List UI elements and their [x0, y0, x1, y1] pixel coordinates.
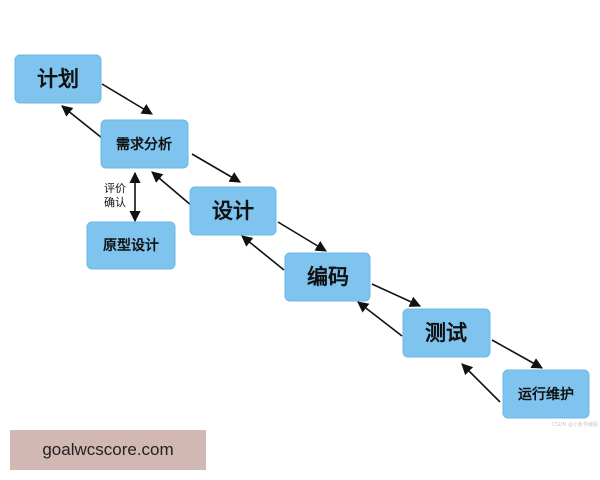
watermark: CSDN @小鱼学编程: [552, 421, 598, 428]
node-maintenance-label: 运行维护: [518, 386, 574, 403]
node-prototype: 原型设计: [86, 221, 176, 270]
node-coding: 编码: [284, 252, 371, 302]
node-prototype-label: 原型设计: [103, 237, 159, 254]
site-banner: goalwcscore.com: [10, 430, 206, 470]
arrow-design-to-requirements: [151, 171, 193, 207]
node-requirements-label: 需求分析: [116, 136, 172, 153]
node-plan: 计划: [14, 54, 102, 104]
arrow-plan-to-requirements: [101, 83, 153, 115]
node-maintenance: 运行维护: [502, 369, 590, 419]
arrow-maintenance-to-testing: [461, 363, 501, 403]
node-testing-label: 测试: [425, 321, 467, 345]
node-requirements: 需求分析: [100, 119, 189, 169]
waterfall-diagram: 评价 确认 计划 需求分析 原型设计 设计 编码 测试 运行维护 CSDN @小…: [14, 54, 598, 428]
arrow-coding-to-design: [241, 235, 285, 271]
review-label-line1: 评价: [104, 182, 126, 195]
node-plan-label: 计划: [37, 67, 79, 91]
arrow-requirements-to-plan: [61, 105, 103, 139]
node-design: 设计: [189, 186, 277, 236]
node-coding-label: 编码: [307, 265, 349, 289]
arrow-coding-to-testing: [371, 283, 422, 307]
arrow-requirements-to-design: [191, 153, 241, 183]
node-testing: 测试: [402, 308, 491, 358]
node-design-label: 设计: [212, 199, 254, 223]
arrow-design-to-coding: [277, 221, 327, 252]
site-banner-text: goalwcscore.com: [42, 440, 174, 459]
arrow-testing-to-maintenance: [491, 339, 543, 369]
arrow-testing-to-coding: [357, 301, 403, 337]
review-label-line2: 确认: [104, 196, 126, 209]
